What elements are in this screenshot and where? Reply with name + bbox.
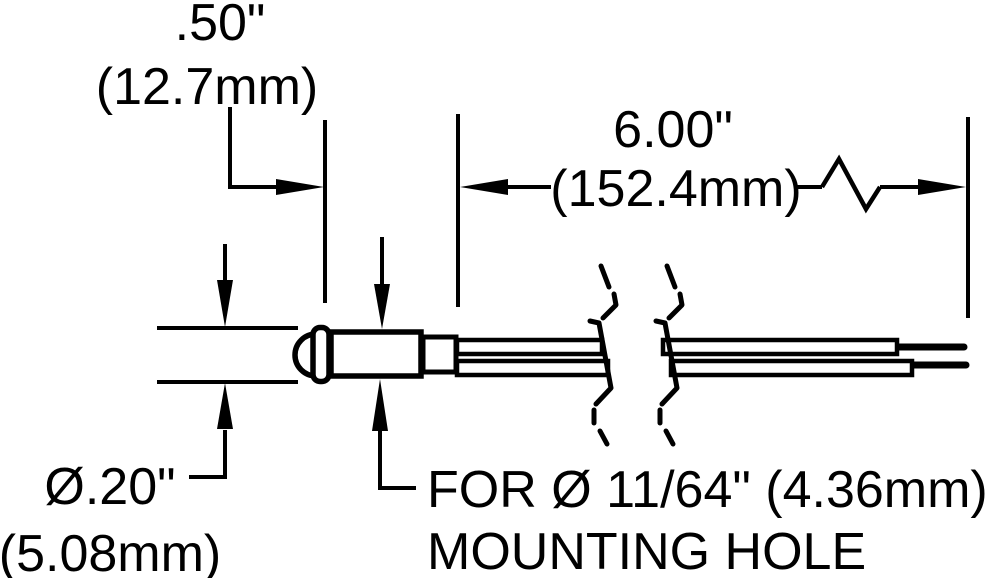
dim-lens-diameter <box>157 244 298 479</box>
led-indicator <box>292 324 459 385</box>
break-line-right <box>653 263 685 447</box>
break-zigzag <box>820 154 882 214</box>
extension-lines <box>323 114 970 318</box>
arrowhead-right <box>276 179 324 195</box>
mounting-note-line1: FOR Ø 11/64" (4.36mm) <box>427 461 986 519</box>
arrow-up-leader <box>189 430 227 479</box>
mounting-note-line2: MOUNTING HOLE <box>427 523 866 578</box>
lens-diameter-metric-label: (5.08mm) <box>0 525 221 578</box>
arrowhead-down <box>374 284 390 329</box>
dim-bezel-depth <box>228 107 324 195</box>
mounting-hole-callout <box>372 237 416 490</box>
arrow-up-leader <box>378 430 416 490</box>
rear-housing <box>420 334 459 375</box>
leader-line <box>228 107 278 189</box>
break-marks <box>587 263 685 447</box>
bezel-flange <box>310 324 332 385</box>
lead-wire-bottom-front <box>454 358 611 378</box>
break-line-left <box>587 263 619 447</box>
lead-wires <box>454 337 970 378</box>
bezel-depth-inches-label: .50" <box>175 0 266 52</box>
lead-wire-top-rear <box>660 337 900 357</box>
lens-diameter-inches-label: Ø.20" <box>44 458 175 516</box>
arrowhead-up <box>372 379 388 431</box>
bezel-depth-metric-label: (12.7mm) <box>96 58 318 116</box>
dim-lead-length <box>460 154 966 214</box>
arrowhead-up <box>217 383 233 429</box>
indicator-body <box>328 329 424 379</box>
arrowhead-right <box>918 179 966 195</box>
lead-length-inches-label: 6.00" <box>613 101 733 159</box>
arrowhead-left <box>460 179 508 195</box>
lead-length-metric-label: (152.4mm) <box>550 160 801 218</box>
lead-wire-top-front <box>454 337 605 357</box>
arrowhead-down <box>217 280 233 327</box>
lead-wire-bottom-rear <box>668 358 915 378</box>
